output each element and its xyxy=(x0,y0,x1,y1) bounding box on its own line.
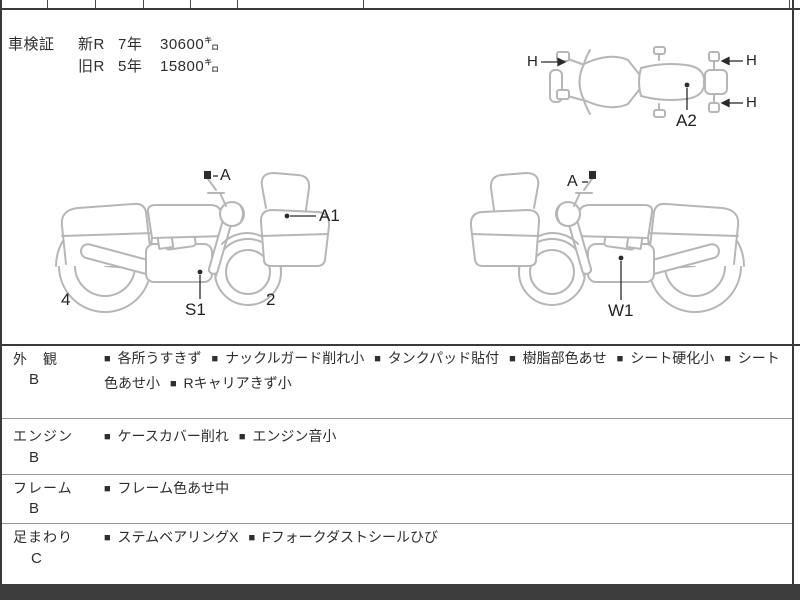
header-cell-divider xyxy=(237,0,238,8)
motorcycle-top-view-drawing xyxy=(549,46,728,118)
row-divider xyxy=(2,474,792,475)
sheet-top-border xyxy=(0,8,800,10)
label-h-left: H xyxy=(527,53,538,70)
bullet-square-icon: ■ xyxy=(104,431,111,443)
certificate-mileage-new: 30600㌔ xyxy=(160,36,220,53)
label-w1: W1 xyxy=(608,301,634,320)
category-frame: フレーム xyxy=(13,480,73,496)
defect-item: ■ ナックルガード削れ小 xyxy=(211,350,365,366)
defect-item: ■ 各所うすきず xyxy=(104,350,202,366)
motorcycle-side-right-drawing xyxy=(469,172,745,313)
defect-item: ■ 樹脂部色あせ xyxy=(509,350,607,366)
bullet-square-icon: ■ xyxy=(248,532,256,544)
defect-item: ■ シート色あせ小 xyxy=(104,350,780,391)
bullet-square-icon: ■ xyxy=(170,378,177,390)
items-undercarriage: ■ ステムベアリングX ■ Fフォークダストシールひび xyxy=(104,526,790,551)
inspection-table-top-border xyxy=(0,344,800,346)
bullet-square-icon: ■ xyxy=(374,353,381,365)
bullet-square-icon: ■ xyxy=(238,431,246,443)
defect-item: ■ Fフォークダストシールひび xyxy=(248,529,439,545)
certificate-years-new: 7年 xyxy=(118,36,143,53)
row-divider xyxy=(2,523,792,524)
header-cell-divider xyxy=(143,0,144,8)
certificate-reg-new: 新R xyxy=(78,36,105,53)
header-cell-divider xyxy=(190,0,191,8)
defect-item: ■ シート硬化小 xyxy=(616,350,715,366)
sheet-right-border xyxy=(792,0,794,600)
items-exterior: ■ 各所うすきず■ ナックルガード削れ小■ タンクパッド貼付■ 樹脂部色あせ■ … xyxy=(104,347,790,397)
certificate-reg-old: 旧R xyxy=(78,58,105,75)
bullet-square-icon: ■ xyxy=(724,353,731,365)
label-a-right: A xyxy=(567,173,578,190)
grade-frame: B xyxy=(29,500,40,517)
category-undercarriage: 足まわり xyxy=(13,529,73,545)
category-engine: エンジン xyxy=(13,428,73,444)
defect-item: ■ ステムベアリングX xyxy=(104,529,239,545)
bullet-square-icon: ■ xyxy=(104,353,111,365)
header-cell-divider xyxy=(363,0,364,8)
label-h-right-top: H xyxy=(746,52,757,69)
defect-item: ■ タンクパッド貼付 xyxy=(374,350,500,366)
bullet-square-icon: ■ xyxy=(211,353,219,365)
defect-item: ■ フレーム色あせ中 xyxy=(104,480,230,496)
items-engine: ■ ケースカバー削れ ■ エンジン音小 xyxy=(104,425,790,450)
header-cell-divider xyxy=(47,0,48,8)
certificate-mileage-old: 15800㌔ xyxy=(160,58,220,75)
defect-item: ■ エンジン音小 xyxy=(238,428,337,444)
bullet-square-icon: ■ xyxy=(104,483,111,495)
sheet-bottom-border xyxy=(0,584,800,600)
label-h-right-bottom: H xyxy=(746,94,757,111)
header-cell-divider xyxy=(789,0,790,8)
bullet-square-icon: ■ xyxy=(616,353,624,365)
label-a2: A2 xyxy=(676,111,697,130)
label-a-left: A xyxy=(220,167,231,184)
defect-item: ■ Rキャリアきず小 xyxy=(170,375,292,391)
sheet-left-border xyxy=(0,0,2,600)
category-exterior: 外 観 xyxy=(13,351,58,367)
defect-item: ■ ケースカバー削れ xyxy=(104,428,229,444)
bullet-square-icon: ■ xyxy=(509,353,516,365)
label-rear-tire-mark: 4 xyxy=(61,290,71,309)
grade-exterior: B xyxy=(29,371,40,388)
label-a1: A1 xyxy=(319,206,340,225)
items-frame: ■ フレーム色あせ中 xyxy=(104,477,790,502)
certificate-label: 車検証 xyxy=(8,36,55,53)
label-front-tire-mark: 2 xyxy=(266,290,276,309)
label-s1: S1 xyxy=(185,300,206,319)
bullet-square-icon: ■ xyxy=(104,532,111,544)
header-cell-divider xyxy=(95,0,96,8)
row-divider xyxy=(2,418,792,419)
motorcycle-side-left-drawing xyxy=(55,172,331,313)
grade-undercarriage: C xyxy=(31,550,42,567)
certificate-years-old: 5年 xyxy=(118,58,143,75)
grade-engine: B xyxy=(29,449,40,466)
